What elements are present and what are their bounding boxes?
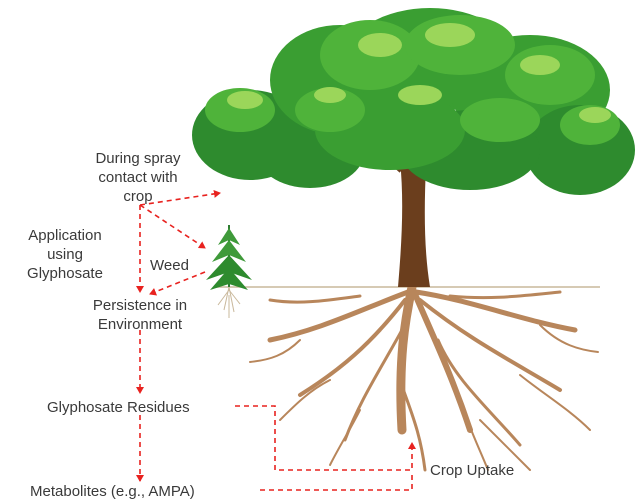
weed-plant-icon [206,225,252,318]
tree-canopy [192,8,635,195]
label-persistence: Persistence in Environment [70,296,210,334]
label-residues: Glyphosate Residues [47,398,190,417]
label-during-spray: During spray contact with crop [74,149,202,206]
label-crop-uptake: Crop Uptake [430,461,514,480]
arrow-residues-to-uptake [235,406,412,470]
arrow-metabolites-to-uptake [260,475,412,490]
label-application: Application using Glyphosate [6,226,124,283]
tree-roots [250,287,598,470]
label-weed: Weed [150,256,189,275]
arrow-weed-to-persistence [150,272,205,294]
arrow-to-weed [140,205,205,248]
label-metabolites: Metabolites (e.g., AMPA) [30,482,195,501]
